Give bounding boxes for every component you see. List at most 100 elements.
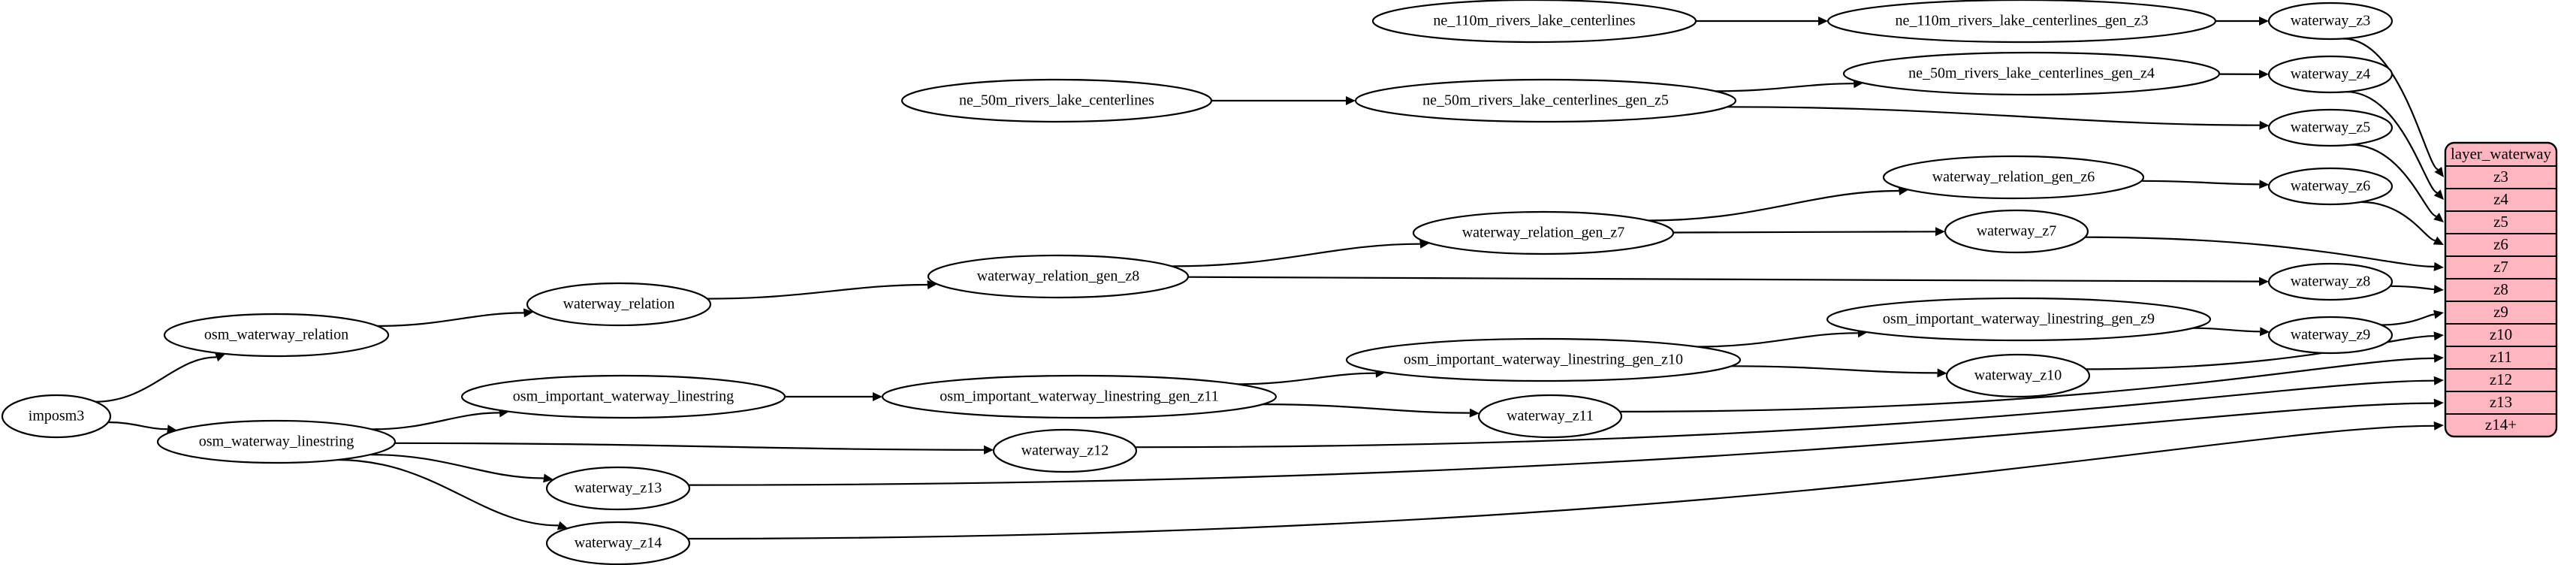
node-ellipse [1412, 210, 1675, 255]
node-waterway_z7[interactable]: waterway_z7 [1944, 209, 2089, 254]
edge-waterway_z6-to-table-z6 [2360, 201, 2436, 242]
arrowhead-icon [2433, 189, 2444, 200]
node-ne_50m_rivers_lake_centerlines_gen_z5[interactable]: ne_50m_rivers_lake_centerlines_gen_z5 [1354, 78, 1737, 123]
node-osm_waterway_linestring[interactable]: osm_waterway_linestring [156, 419, 397, 464]
node-ellipse [927, 254, 1190, 299]
node-ne_110m_rivers_lake_centerlines_gen_z3[interactable]: ne_110m_rivers_lake_centerlines_gen_z3 [1826, 0, 2217, 44]
arrowhead-icon [2259, 327, 2270, 337]
node-ellipse [526, 282, 712, 327]
node-ne_110m_rivers_lake_centerlines[interactable]: ne_110m_rivers_lake_centerlines [1371, 0, 1697, 44]
node-waterway_relation_gen_z6[interactable]: waterway_relation_gen_z6 [1882, 155, 2145, 200]
node-label: waterway_z7 [1977, 223, 2057, 240]
table-row-z5[interactable] [2445, 210, 2556, 234]
node-label: waterway_z14 [575, 535, 662, 551]
edge-ne_50m_rivers_lake_centerlines_gen_z5-to-waterway_z5 [1727, 106, 2260, 126]
node-imposm3[interactable]: imposm3 [1, 394, 112, 439]
node-waterway_relation_gen_z8[interactable]: waterway_relation_gen_z8 [927, 254, 1190, 299]
table-row-label: z12 [2490, 370, 2512, 388]
edge-osm_waterway_linestring-to-waterway_z12 [394, 442, 985, 451]
edge-imposm3-to-osm_waterway_linestring [107, 421, 167, 431]
node-label: osm_important_waterway_linestring_gen_z9 [1883, 311, 2155, 328]
node-ellipse [1477, 394, 1623, 439]
node-label: osm_important_waterway_linestring_gen_z1… [940, 388, 1218, 405]
node-osm_important_waterway_linestring_gen_z9[interactable]: osm_important_waterway_linestring_gen_z9 [1826, 297, 2212, 342]
node-layer: imposm3 osm_waterway_relation osm_waterway… [1, 0, 2394, 565]
arrowhead-icon [2259, 180, 2270, 189]
node-label: ne_110m_rivers_lake_centerlines_gen_z3 [1896, 13, 2149, 29]
node-ellipse [1345, 337, 1742, 382]
node-ellipse [1826, 0, 2217, 44]
edge-waterway_relation_gen_z8-to-waterway_relation_gen_z7 [1172, 243, 1420, 267]
node-waterway_z4[interactable]: waterway_z4 [2267, 55, 2394, 94]
node-ellipse [1944, 209, 2089, 254]
node-label: waterway_relation [563, 296, 675, 313]
node-label: waterway_relation_gen_z8 [977, 268, 1140, 285]
edge-osm_important_waterway_linestring_gen_z11-to-osm_important_waterway_linestring_gen_z10 [1237, 372, 1376, 385]
arrowhead-icon [2433, 236, 2444, 245]
node-waterway_z14[interactable]: waterway_z14 [545, 521, 691, 565]
table-row-label: z11 [2490, 348, 2512, 366]
node-osm_waterway_relation[interactable]: osm_waterway_relation [163, 313, 390, 358]
node-osm_important_waterway_linestring[interactable]: osm_important_waterway_linestring [460, 374, 786, 419]
node-ne_50m_rivers_lake_centerlines[interactable]: ne_50m_rivers_lake_centerlines [900, 78, 1213, 123]
edge-layer [95, 17, 2444, 540]
arrowhead-icon [1419, 239, 1430, 249]
node-label: waterway_z9 [2291, 327, 2371, 343]
table-row-z14plus[interactable] [2445, 413, 2556, 437]
node-waterway_z8[interactable]: waterway_z8 [2267, 262, 2394, 301]
node-osm_important_waterway_linestring_gen_z10[interactable]: osm_important_waterway_linestring_gen_z1… [1345, 337, 1742, 382]
node-waterway_z6[interactable]: waterway_z6 [2267, 167, 2394, 206]
node-waterway_z5[interactable]: waterway_z5 [2267, 108, 2394, 147]
edge-waterway_z9-to-table-z9 [2381, 313, 2435, 326]
node-label: waterway_z10 [1974, 367, 2062, 384]
table-row-label: z8 [2493, 280, 2508, 298]
node-label: waterway_z3 [2291, 13, 2371, 29]
edge-waterway_z13-to-table-z13 [688, 402, 2435, 486]
edge-osm_waterway_relation-to-waterway_relation [377, 312, 524, 327]
node-waterway_z13[interactable]: waterway_z13 [545, 466, 691, 511]
table-row-z3[interactable] [2445, 165, 2556, 189]
node-waterway_z10[interactable]: waterway_z10 [1945, 353, 2091, 398]
arrowhead-icon [2433, 421, 2444, 431]
node-ellipse [1371, 0, 1697, 44]
arrowhead-icon [2433, 353, 2444, 363]
edge-imposm3-to-osm_waterway_relation [95, 356, 217, 403]
edge-osm_waterway_linestring-to-waterway_z14 [336, 458, 559, 527]
node-waterway_z3[interactable]: waterway_z3 [2267, 2, 2394, 41]
table-row-label: z7 [2493, 258, 2508, 276]
edge-waterway_relation_gen_z7-to-waterway_z7 [1673, 231, 1936, 234]
edge-waterway_z11-to-table-z11 [1619, 357, 2435, 412]
table-row-z8[interactable] [2445, 278, 2556, 302]
table-row-z9[interactable] [2445, 301, 2556, 325]
node-waterway_z12[interactable]: waterway_z12 [992, 428, 1138, 473]
node-waterway_relation[interactable]: waterway_relation [526, 282, 712, 327]
arrowhead-icon [543, 473, 554, 483]
node-ellipse [1882, 155, 2145, 200]
node-waterway_z9[interactable]: waterway_z9 [2267, 316, 2394, 355]
arrowhead-icon [1469, 408, 1480, 418]
edge-waterway_relation_gen_z6-to-waterway_z6 [2141, 180, 2260, 186]
node-ellipse [1842, 51, 2221, 96]
arrowhead-icon [557, 521, 568, 530]
node-label: osm_important_waterway_linestring [513, 388, 734, 405]
node-ellipse [881, 374, 1277, 419]
edge-osm_waterway_linestring-to-osm_important_waterway_linestring [372, 412, 499, 431]
node-waterway_relation_gen_z7[interactable]: waterway_relation_gen_z7 [1412, 210, 1675, 255]
node-label: waterway_z6 [2291, 178, 2371, 195]
edge-waterway_relation_gen_z7-to-waterway_relation_gen_z6 [1648, 189, 1899, 222]
arrowhead-icon [984, 445, 994, 455]
layer-waterway-table[interactable]: layer_waterwayz3z4z5z6z7z8z9z10z11z12z13… [2444, 141, 2558, 438]
table-row-label: z6 [2493, 235, 2508, 253]
node-label: waterway_relation_gen_z6 [1932, 169, 2095, 186]
node-waterway_z11[interactable]: waterway_z11 [1477, 394, 1623, 439]
arrowhead-icon [2433, 261, 2444, 271]
node-label: waterway_z8 [2291, 273, 2371, 290]
table-row-z12[interactable] [2445, 368, 2556, 392]
node-osm_important_waterway_linestring_gen_z11[interactable]: osm_important_waterway_linestring_gen_z1… [881, 374, 1277, 419]
table-row-z6[interactable] [2445, 233, 2556, 257]
arrowhead-icon [1818, 17, 1828, 26]
arrowhead-icon [873, 392, 882, 401]
node-ne_50m_rivers_lake_centerlines_gen_z4[interactable]: ne_50m_rivers_lake_centerlines_gen_z4 [1842, 51, 2221, 96]
